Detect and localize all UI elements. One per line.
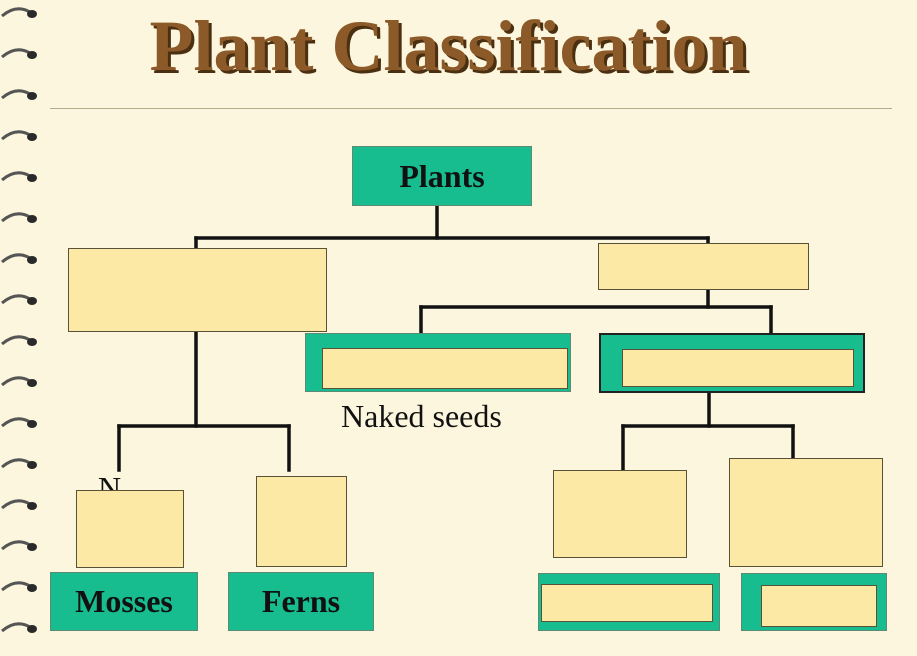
ferns-node: [228, 572, 374, 631]
binding-ring: [1, 540, 37, 551]
monocot-label-blank: [541, 584, 713, 622]
left-category-blank: [68, 248, 327, 332]
binding-ring: [1, 48, 37, 59]
right-category-blank: [598, 243, 809, 290]
mosses-label: Mosses: [75, 583, 173, 619]
plants-node: [352, 146, 532, 206]
ferns-label: Ferns: [261, 583, 341, 619]
binding-ring: [1, 581, 37, 592]
binding-ring: [1, 294, 37, 305]
binding-ring: [1, 89, 37, 100]
plants-label: Plants: [399, 157, 485, 194]
binding-ring: [1, 171, 37, 182]
monocot-blank: [553, 470, 687, 558]
mosses-blank: [76, 490, 184, 568]
binding-ring: [1, 335, 37, 346]
ferns-blank: [256, 476, 347, 567]
angiosperm-blank: [622, 349, 854, 387]
binding-ring: [1, 212, 37, 223]
spiral-binding: [1, 7, 37, 633]
binding-ring: [1, 253, 37, 264]
mosses-node: [50, 572, 198, 631]
binding-ring: [1, 622, 37, 633]
binding-ring: [1, 458, 37, 469]
binding-ring: [1, 376, 37, 387]
binding-ring: [1, 130, 37, 141]
binding-ring: [1, 499, 37, 510]
binding-ring: [1, 7, 37, 18]
page-title: Plant Classification: [149, 6, 748, 86]
dicot-blank: [729, 458, 883, 567]
dicot-label-blank: [761, 585, 877, 627]
title-divider: [50, 108, 892, 109]
naked-seeds-text: Naked seeds: [341, 398, 502, 434]
binding-ring: [1, 417, 37, 428]
gymnosperm-blank: [322, 348, 568, 389]
